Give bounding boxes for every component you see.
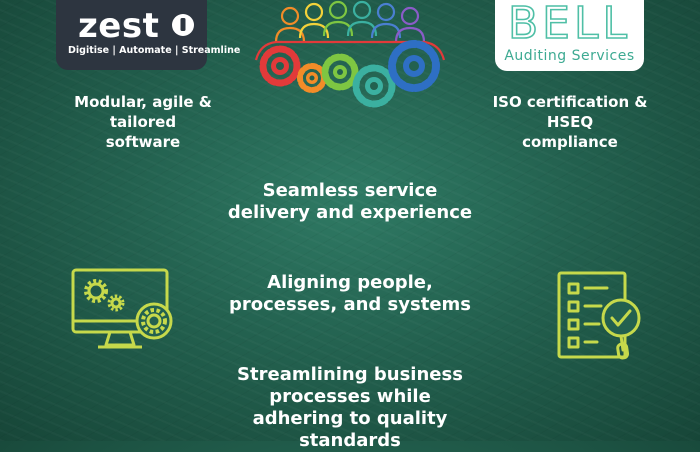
people-gears-icon: [254, 0, 446, 108]
left-caption: Modular, agile & tailored software: [74, 93, 212, 151]
zest-logo-word: zest: [78, 6, 160, 46]
point-aligning-people: Aligning people, processes, and systems: [228, 272, 471, 315]
right-caption: ISO certification & HSEQ compliance: [492, 93, 648, 151]
zest-power-icon: [172, 14, 194, 36]
monitor-gears-icon: [71, 268, 173, 349]
point-streamlining: Streamlining business processes while ad…: [237, 364, 463, 451]
checklist-magnifier-icon: [557, 271, 641, 360]
zest-logo: zest Digitise | Automate | Streamline: [56, 0, 240, 70]
bell-logo: BELL Auditing Services: [495, 0, 644, 71]
bell-logo-subtitle: Auditing Services: [504, 48, 635, 64]
bell-logo-word: BELL: [507, 0, 631, 50]
zest-tagline: Digitise | Automate | Streamline: [68, 45, 241, 56]
point-service-delivery: Seamless service delivery and experience: [227, 180, 473, 223]
